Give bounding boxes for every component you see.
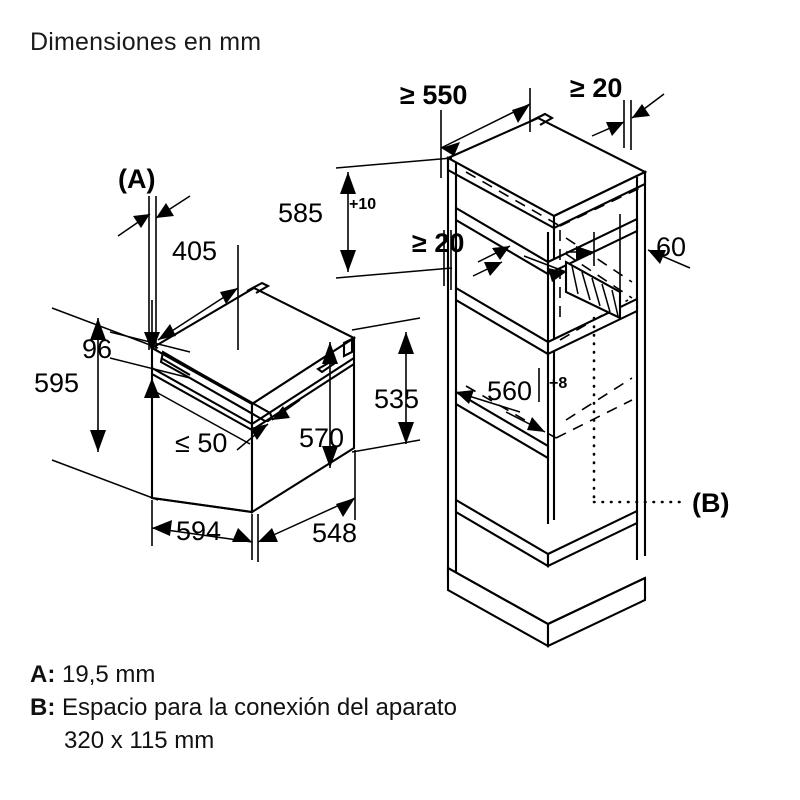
dim-594-value: 594	[176, 516, 221, 546]
dim-595-value: 595	[34, 368, 79, 398]
legend-row-a: A: 19,5 mm	[30, 658, 457, 691]
dim-585: 585 +10	[278, 157, 453, 279]
marker-a-extension	[148, 196, 157, 350]
dim-585-value: 585	[278, 198, 323, 228]
dim-560-value: 560	[487, 376, 532, 406]
dim-570: 570	[299, 342, 344, 468]
dim-96: 96	[82, 300, 191, 420]
marker-a-arrows	[117, 195, 191, 237]
dim-560: 560 +8	[455, 368, 567, 433]
marker-b-leader	[592, 316, 688, 504]
dim-595: 595	[34, 307, 159, 501]
dim-ge-20-top: ≥ 20	[570, 73, 665, 150]
dim-405-value: 405	[172, 236, 217, 266]
dim-60-value: 60	[656, 232, 686, 262]
legend-b-key: B:	[30, 694, 56, 721]
dim-60: 60	[619, 214, 691, 300]
dim-405: 405	[157, 236, 239, 350]
dim-548: 548	[257, 450, 357, 562]
dim-560-tolerance: +8	[549, 375, 567, 392]
cabinet-body	[445, 112, 648, 648]
legend-row-b: B: Espacio para la conexión del aparato	[30, 691, 457, 724]
dim-ge-550: ≥ 550	[400, 80, 531, 178]
dim-535: 535	[351, 317, 421, 453]
dim-ge-550-value: ≥ 550	[400, 80, 467, 110]
legend-b-value: Espacio para la conexión del aparato	[62, 694, 457, 721]
page-title: Dimensiones en mm	[30, 28, 262, 56]
dim-ge-20-mid: ≥ 20	[412, 228, 595, 290]
dim-548-value: 548	[312, 518, 357, 548]
dim-594: 594	[151, 500, 253, 560]
dim-le-50: ≤ 50	[175, 399, 301, 458]
legend-a-key: A:	[30, 661, 56, 688]
dim-ge-20-mid-value: ≥ 20	[412, 228, 464, 258]
oven-body	[149, 281, 357, 514]
vent-hatching	[571, 265, 619, 317]
legend-a-value: 19,5 mm	[62, 661, 156, 688]
dim-570-value: 570	[299, 423, 344, 453]
dim-585-tolerance: +10	[349, 196, 376, 213]
dim-535-value: 535	[374, 384, 419, 414]
dim-ge-20-top-value: ≥ 20	[570, 73, 622, 103]
legend-row-b-line2: 320 x 115 mm	[30, 724, 457, 757]
dim-le-50-value: ≤ 50	[175, 428, 227, 458]
legend-b-value-line2: 320 x 115 mm	[64, 727, 215, 754]
cabinet-marker-b-label: (B)	[692, 488, 729, 518]
oven-marker-a-label: (A)	[118, 164, 155, 194]
legend: A: 19,5 mm B: Espacio para la conexión d…	[30, 658, 457, 757]
